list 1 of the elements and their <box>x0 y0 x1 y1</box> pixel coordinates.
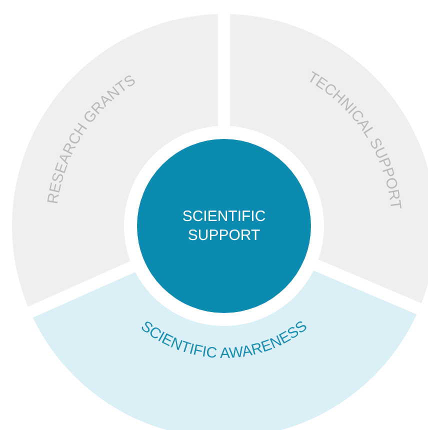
center-label: SCIENTIFIC SUPPORT <box>181 207 267 245</box>
